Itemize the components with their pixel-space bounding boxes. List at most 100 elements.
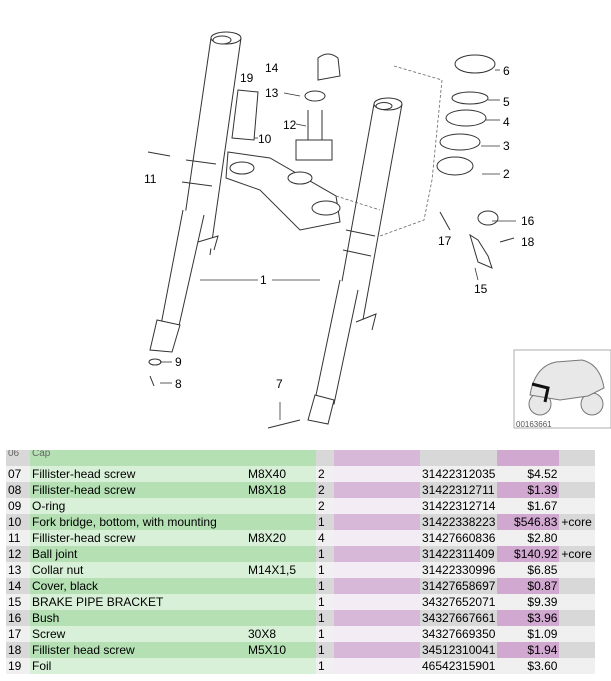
cell-empty — [372, 578, 420, 594]
cell-price: $9.39 — [497, 594, 560, 610]
cell-empty — [372, 498, 420, 514]
cell-spec — [246, 658, 316, 674]
cell-pn: 31422312711 — [420, 482, 498, 498]
callout-6: 6 — [503, 64, 510, 78]
callout-16: 16 — [521, 214, 535, 228]
cell-qty: 2 — [316, 498, 334, 514]
cell-desc: Cover, black — [30, 578, 246, 594]
cell-spec — [246, 594, 316, 610]
cell-qty: 1 — [316, 626, 334, 642]
cell-empty — [334, 642, 372, 658]
cell-empty — [334, 530, 372, 546]
cell-spec: 30X8 — [246, 626, 316, 642]
cell-no: 08 — [6, 482, 30, 498]
cell-pn: 34327669350 — [420, 626, 498, 642]
cell-note — [559, 578, 596, 594]
callout-11: 11 — [144, 172, 157, 186]
cell-desc: Fork bridge, bottom, with mounting — [30, 514, 246, 530]
cell-empty — [372, 594, 420, 610]
cell-price: $140.92 — [497, 546, 560, 562]
cell-qty: 1 — [316, 610, 334, 626]
callout-13: 13 — [265, 86, 279, 100]
cell-note — [559, 530, 596, 546]
cell-empty — [372, 514, 420, 530]
cell-no: 15 — [6, 594, 30, 610]
cell-empty — [372, 562, 420, 578]
cell-pn: 34512310041 — [420, 642, 498, 658]
cell-qty: 2 — [316, 482, 334, 498]
cell-spec — [246, 578, 316, 594]
cell-no: 06 — [8, 450, 20, 459]
cell-spec: M8X40 — [246, 466, 316, 482]
cell-note — [559, 466, 596, 482]
cell-empty — [372, 610, 420, 626]
cell-no: 07 — [6, 466, 30, 482]
callout-4: 4 — [503, 115, 510, 129]
motorcycle-thumbnail: 00163661 — [513, 349, 611, 429]
cell-empty — [334, 514, 372, 530]
cell-no: 09 — [6, 498, 30, 514]
cell-pn: 31422311409 — [420, 546, 498, 562]
cell-pn: 31422312035 — [420, 466, 498, 482]
cell-qty: 1 — [316, 642, 334, 658]
cell-desc: Screw — [30, 626, 246, 642]
cell-desc: Foil — [30, 658, 246, 674]
cell-note — [559, 562, 596, 578]
callout-10: 10 — [258, 132, 272, 146]
cell-pn: 31422330996 — [420, 562, 498, 578]
cell-price: $546.83 — [497, 514, 560, 530]
cell-no: 14 — [6, 578, 30, 594]
callout-18: 18 — [521, 235, 535, 249]
callout-7: 7 — [276, 377, 283, 391]
callout-9: 9 — [175, 355, 182, 369]
cell-pn: 31427660836 — [420, 530, 498, 546]
cell-pn: 34327652071 — [420, 594, 498, 610]
cell-empty — [372, 482, 420, 498]
callout-17: 17 — [438, 234, 452, 248]
cell-no: 19 — [6, 658, 30, 674]
cell-spec: M8X20 — [246, 530, 316, 546]
cell-note: +core — [559, 514, 596, 530]
parts-diagram: 1 2 3 4 5 6 7 8 9 10 11 12 13 14 15 16 1… — [144, 31, 611, 429]
cell-desc: Fillister head screw — [30, 642, 246, 658]
callout-3: 3 — [503, 139, 510, 153]
cell-price: $3.96 — [497, 610, 560, 626]
cell-qty: 1 — [316, 578, 334, 594]
cell-note — [559, 498, 596, 514]
cell-note — [559, 642, 596, 658]
cell-qty: 4 — [316, 530, 334, 546]
callout-8: 8 — [175, 377, 182, 391]
cell-note: +core — [559, 546, 596, 562]
cell-empty — [334, 610, 372, 626]
cell-price: $0.87 — [497, 578, 560, 594]
cell-desc: Bush — [30, 610, 246, 626]
cell-no: 13 — [6, 562, 30, 578]
cell-pn: 46542315901 — [420, 658, 498, 674]
image-code: 00163661 — [516, 420, 552, 429]
cell-empty — [372, 466, 420, 482]
cell-no: 11 — [6, 530, 30, 546]
cell-qty: 2 — [316, 466, 334, 482]
cell-desc: Cap — [32, 450, 51, 459]
cell-note — [559, 610, 596, 626]
cell-spec — [246, 498, 316, 514]
cell-empty — [372, 626, 420, 642]
cell-price: $1.94 — [497, 642, 560, 658]
table-row-partial: 06 Cap — [6, 450, 596, 466]
cell-spec: M5X10 — [246, 642, 316, 658]
cell-empty — [334, 594, 372, 610]
cell-empty — [372, 658, 420, 674]
cell-pn: 31422312714 — [420, 498, 498, 514]
cell-desc: O-ring — [30, 498, 246, 514]
callout-19: 19 — [240, 71, 254, 85]
cell-note — [559, 482, 596, 498]
cell-note — [559, 658, 596, 674]
